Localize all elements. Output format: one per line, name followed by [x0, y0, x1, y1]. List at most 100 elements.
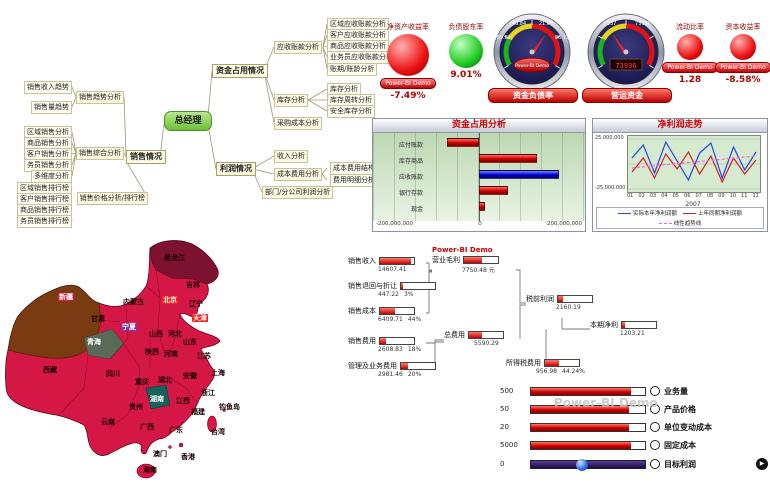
mindmap-group[interactable]: 部门/分公司利润分析 [262, 186, 334, 199]
map-label-西藏[interactable]: 西藏 [43, 366, 57, 374]
parameter-slider[interactable] [530, 422, 646, 432]
map-label-辽宁[interactable]: 辽宁 [189, 300, 203, 308]
map-label-贵州[interactable]: 贵州 [129, 403, 143, 411]
map-label-湖南[interactable]: 湖南 [149, 395, 165, 403]
map-label-澳门[interactable]: 澳门 [153, 450, 167, 458]
map-label-山西[interactable]: 山西 [149, 330, 163, 338]
target-profit-slider[interactable] [530, 458, 646, 471]
mindmap-group[interactable]: 销售价格分析/排行榜 [76, 192, 148, 205]
play-button[interactable]: ▶ [756, 458, 768, 470]
region-macau[interactable] [168, 445, 172, 449]
map-label-浙江[interactable]: 浙江 [201, 389, 215, 397]
powerbi-badge[interactable]: Power-BI Demo [380, 78, 436, 89]
map-label-江西[interactable]: 江西 [176, 397, 190, 405]
map-label-湖北[interactable]: 湖北 [158, 376, 172, 384]
parameter-slider[interactable] [530, 440, 646, 450]
map-label-广西[interactable]: 广西 [140, 423, 154, 431]
region-qinghai[interactable] [83, 328, 125, 360]
mindmap-group[interactable]: 销售综合分析 [76, 147, 124, 160]
bar-现金 [479, 202, 486, 211]
map-label-海南[interactable]: 海南 [143, 466, 157, 474]
region-heilongjiang[interactable] [149, 240, 219, 285]
mindmap-group[interactable]: 收入分析 [274, 150, 308, 163]
mindmap-branch-profit[interactable]: 利润情况 [216, 162, 256, 176]
mindmap-leaf[interactable]: 账期/账龄分析 [327, 63, 378, 76]
map-label-吉林[interactable]: 吉林 [186, 281, 200, 289]
map-label-台湾[interactable]: 台湾 [211, 428, 225, 436]
map-label-河北[interactable]: 河北 [168, 330, 182, 338]
mindmap-leaf[interactable]: 安全库存分析 [327, 105, 375, 118]
mindmap-leaf[interactable]: 区域应收账款分析 [327, 18, 389, 31]
map-label-江苏[interactable]: 江苏 [197, 352, 211, 360]
map-label-云南[interactable]: 云南 [101, 418, 115, 426]
map-label-钓鱼岛[interactable]: 钓鱼岛 [219, 403, 240, 411]
mindmap-group[interactable]: 库存分析 [274, 94, 308, 107]
gauge-tick: 86.72 [555, 35, 569, 41]
parameter-slider[interactable] [530, 386, 646, 396]
finance-node-value: 2608.83 [378, 346, 403, 353]
powerbi-brand: Power-BI Demo [432, 246, 493, 254]
line-chart-title: 净利润走势 [593, 119, 767, 133]
map-label-重庆[interactable]: 重庆 [135, 378, 149, 386]
radio-icon[interactable] [650, 459, 660, 469]
mindmap-group[interactable]: 销售趋势分析 [76, 91, 124, 104]
mindmap-group[interactable]: 应收账款分析 [274, 41, 322, 54]
map-label-安徽[interactable]: 安徽 [183, 372, 197, 380]
map-label-青海[interactable]: 青海 [87, 338, 101, 346]
map-label-甘肃[interactable]: 甘肃 [91, 315, 105, 323]
radio-icon[interactable] [650, 440, 660, 450]
mindmap-group[interactable]: 采购成本分析 [274, 117, 322, 130]
map-label-上海[interactable]: 上海 [211, 369, 225, 377]
mindmap-leaf[interactable]: 销售收入趋势 [24, 81, 72, 94]
mindmap-group[interactable]: 成本费用分析 [274, 168, 322, 181]
mindmap-root[interactable]: 总经理 [164, 111, 212, 131]
region-taiwan[interactable] [207, 415, 217, 433]
radio-icon[interactable] [650, 422, 660, 432]
map-label-四川[interactable]: 四川 [106, 370, 120, 378]
mindmap-branch-sales[interactable]: 销售情况 [126, 150, 166, 164]
slider-thumb[interactable] [576, 458, 589, 471]
map-label-广东[interactable]: 广东 [169, 426, 183, 434]
mindmap-leaf[interactable]: 费用明细分析 [330, 174, 378, 187]
region-hongkong[interactable] [178, 442, 184, 448]
map-label-香港[interactable]: 香港 [181, 453, 195, 461]
finance-node-pct: 3% [404, 291, 414, 298]
map-label-黑龙江[interactable]: 黑龙江 [164, 254, 185, 262]
region-diaoyu[interactable] [222, 408, 226, 412]
radio-icon[interactable] [650, 386, 660, 396]
map-label-北京[interactable]: 北京 [162, 296, 178, 304]
line-x-tick: 08 [706, 193, 714, 199]
region-hainan[interactable] [136, 463, 156, 479]
mindmap-leaf[interactable]: 务员销售排行榜 [17, 215, 72, 228]
gauge-banner-debt: 资金负债率 [488, 88, 578, 103]
map-label-山东[interactable]: 山东 [183, 338, 197, 346]
map-label-陕西[interactable]: 陕西 [145, 348, 159, 356]
kpi-value: 9.01% [450, 70, 482, 80]
radio-icon[interactable] [650, 404, 660, 414]
mindmap-leaf[interactable]: 销售量趋势 [31, 101, 72, 114]
powerbi-badge[interactable]: Power-BI Demo [715, 62, 770, 73]
region-xinjiang[interactable] [7, 284, 102, 359]
parameter-slider[interactable] [530, 404, 646, 414]
map-label-内蒙古[interactable]: 内蒙古 [123, 298, 144, 306]
kpi-value: -8.58% [725, 75, 761, 85]
map-label-河南[interactable]: 河南 [164, 350, 178, 358]
map-label-宁夏[interactable]: 宁夏 [121, 323, 137, 331]
map-label-天津[interactable]: 天津 [192, 314, 208, 322]
mindmap-branch-capital[interactable]: 资金占用情况 [212, 64, 268, 78]
map-label-福建[interactable]: 福建 [191, 408, 205, 416]
map-label-新疆[interactable]: 新疆 [58, 293, 74, 301]
